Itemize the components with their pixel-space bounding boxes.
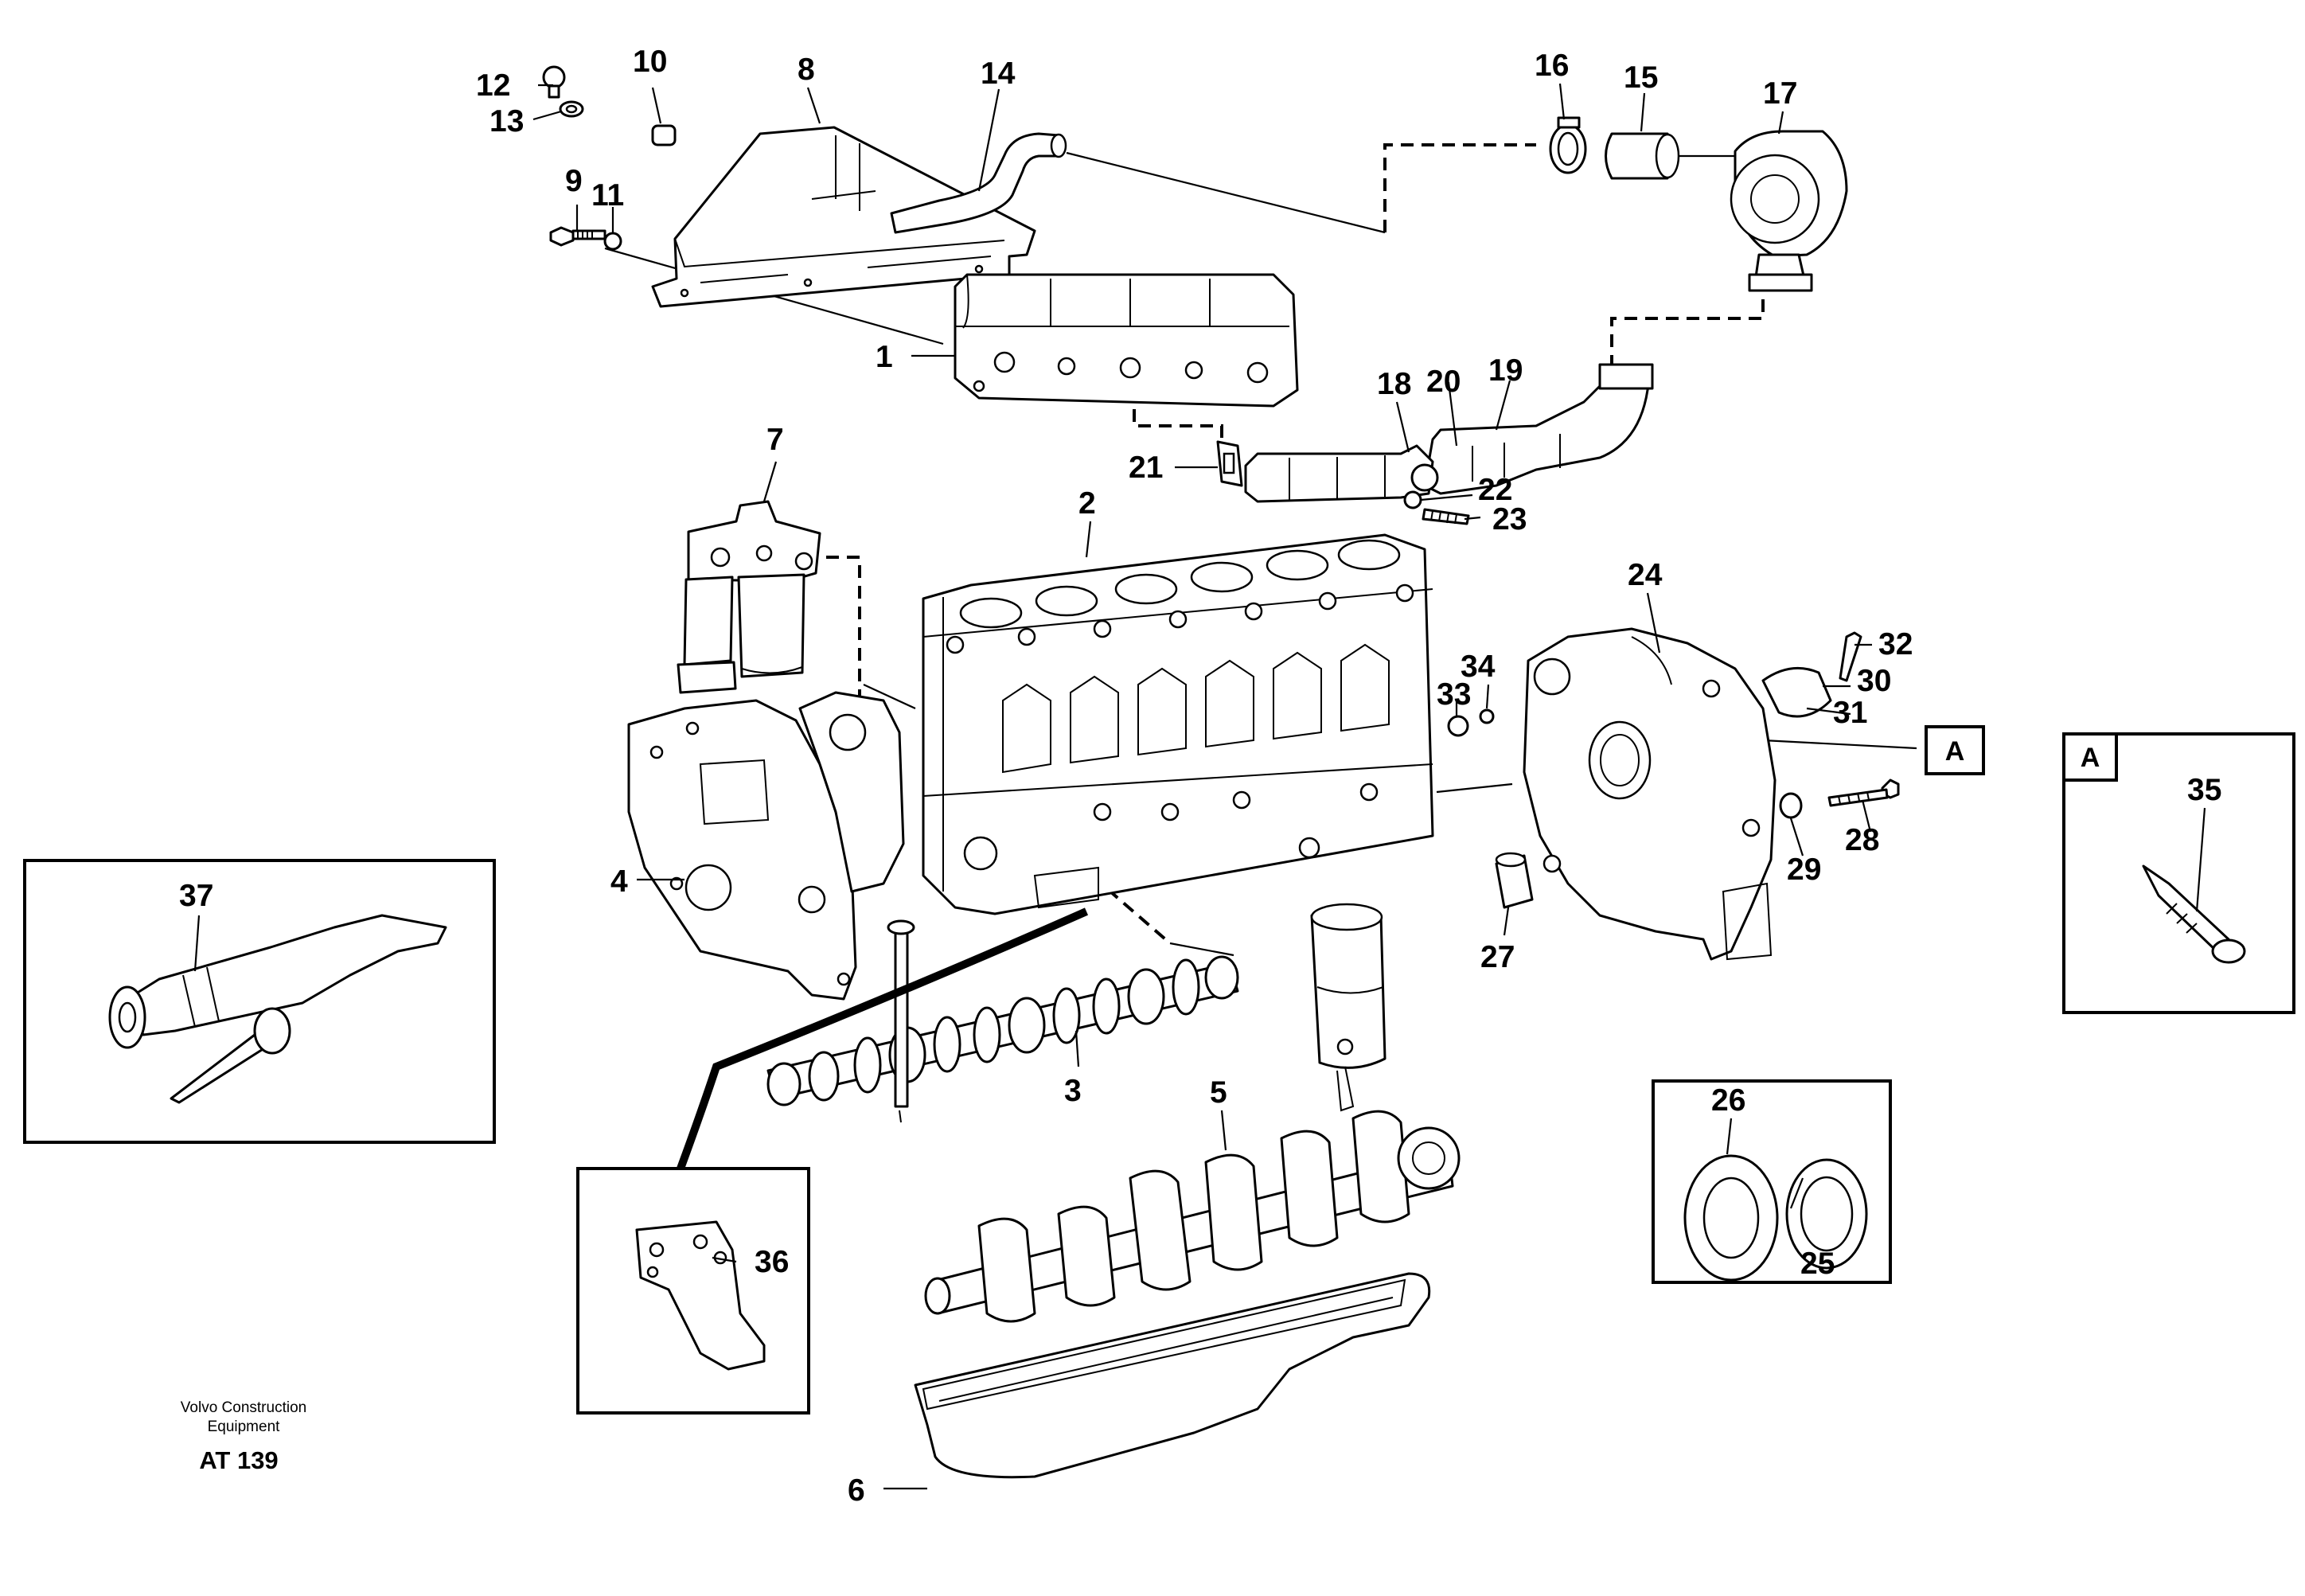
reference-marker-a: A [1925,725,1985,775]
callout-7: 7 [766,423,784,457]
part-3-camshaft [766,919,1239,1123]
part-16-hose-clamp [1549,116,1587,174]
callout-36: 36 [755,1245,789,1279]
callout-32: 32 [1878,627,1913,661]
parts-27-34-flywheel-fasteners [1447,631,1900,909]
callout-27: 27 [1480,940,1515,974]
part-17-turbocharger [1730,130,1848,292]
part-5-crankshaft [924,1110,1461,1323]
callout-24: 24 [1628,558,1663,592]
callout-5: 5 [1210,1075,1227,1110]
callout-34: 34 [1461,650,1496,684]
callout-20: 20 [1426,365,1461,399]
detail-box-36-bracket [576,1167,810,1415]
callout-9: 9 [565,164,583,198]
callout-10: 10 [633,45,667,79]
company-line-2: Equipment [208,1418,281,1435]
callout-8: 8 [798,53,815,87]
part-21-gasket [1216,440,1243,487]
callout-1: 1 [876,340,893,374]
drawing-code: AT 139 [199,1446,278,1474]
company-line-1: Volvo Construction [181,1399,306,1416]
callout-25: 25 [1800,1247,1835,1281]
callout-4: 4 [610,864,628,899]
callout-17: 17 [1763,76,1797,111]
parts-9-13-fasteners [542,65,677,251]
callout-33: 33 [1437,677,1471,712]
callout-14: 14 [981,57,1016,91]
part-2-engine-block [922,533,1434,915]
part-4-timing-cover [627,691,905,1001]
part-14-breather-pipe [890,132,1067,234]
callout-35: 35 [2187,773,2221,807]
callout-3: 3 [1064,1074,1082,1108]
callout-37: 37 [179,879,213,913]
detail-box-37-sealant [23,859,496,1144]
callout-15: 15 [1624,60,1658,95]
part-24-flywheel-housing [1523,627,1777,961]
callout-12: 12 [476,68,510,103]
callout-23: 23 [1492,502,1527,537]
cylinder-liner [1310,903,1387,1112]
callout-26: 26 [1711,1083,1745,1118]
callout-18: 18 [1377,367,1411,401]
bracket-reference-line [677,907,1089,1170]
callout-21: 21 [1129,451,1163,485]
callout-6: 6 [848,1473,865,1508]
callout-2: 2 [1078,486,1096,521]
callout-19: 19 [1488,353,1523,388]
callout-28: 28 [1845,823,1879,857]
reference-marker-label: A [1945,736,1965,767]
callout-30: 30 [1857,664,1891,698]
part-6-oil-pan [914,1272,1431,1479]
callout-31: 31 [1833,696,1867,730]
part-8-cover-bracket [651,126,1036,308]
part-18-exhaust-manifold-section [1244,444,1439,503]
part-1-cylinder-head [954,273,1299,408]
callout-numbers: 1 2 3 4 5 6 7 8 9 10 11 12 13 14 15 16 1… [179,45,2221,1508]
drawing-footer: Volvo Construction Equipment AT 139 [181,1399,306,1474]
detail-label-a: A [2062,732,2118,782]
detail-box-25-26-seals [1652,1079,1892,1284]
callout-leaders [193,83,2206,1490]
callout-11: 11 [591,178,624,213]
part-7-oil-filter [677,500,821,694]
part-19-exhaust-manifold [1423,363,1654,495]
callout-22: 22 [1478,473,1512,507]
callout-29: 29 [1787,853,1821,887]
detail-box-label: A [2081,743,2100,773]
callout-16: 16 [1535,49,1569,83]
callout-13: 13 [489,104,524,139]
part-15-hose [1605,132,1680,180]
